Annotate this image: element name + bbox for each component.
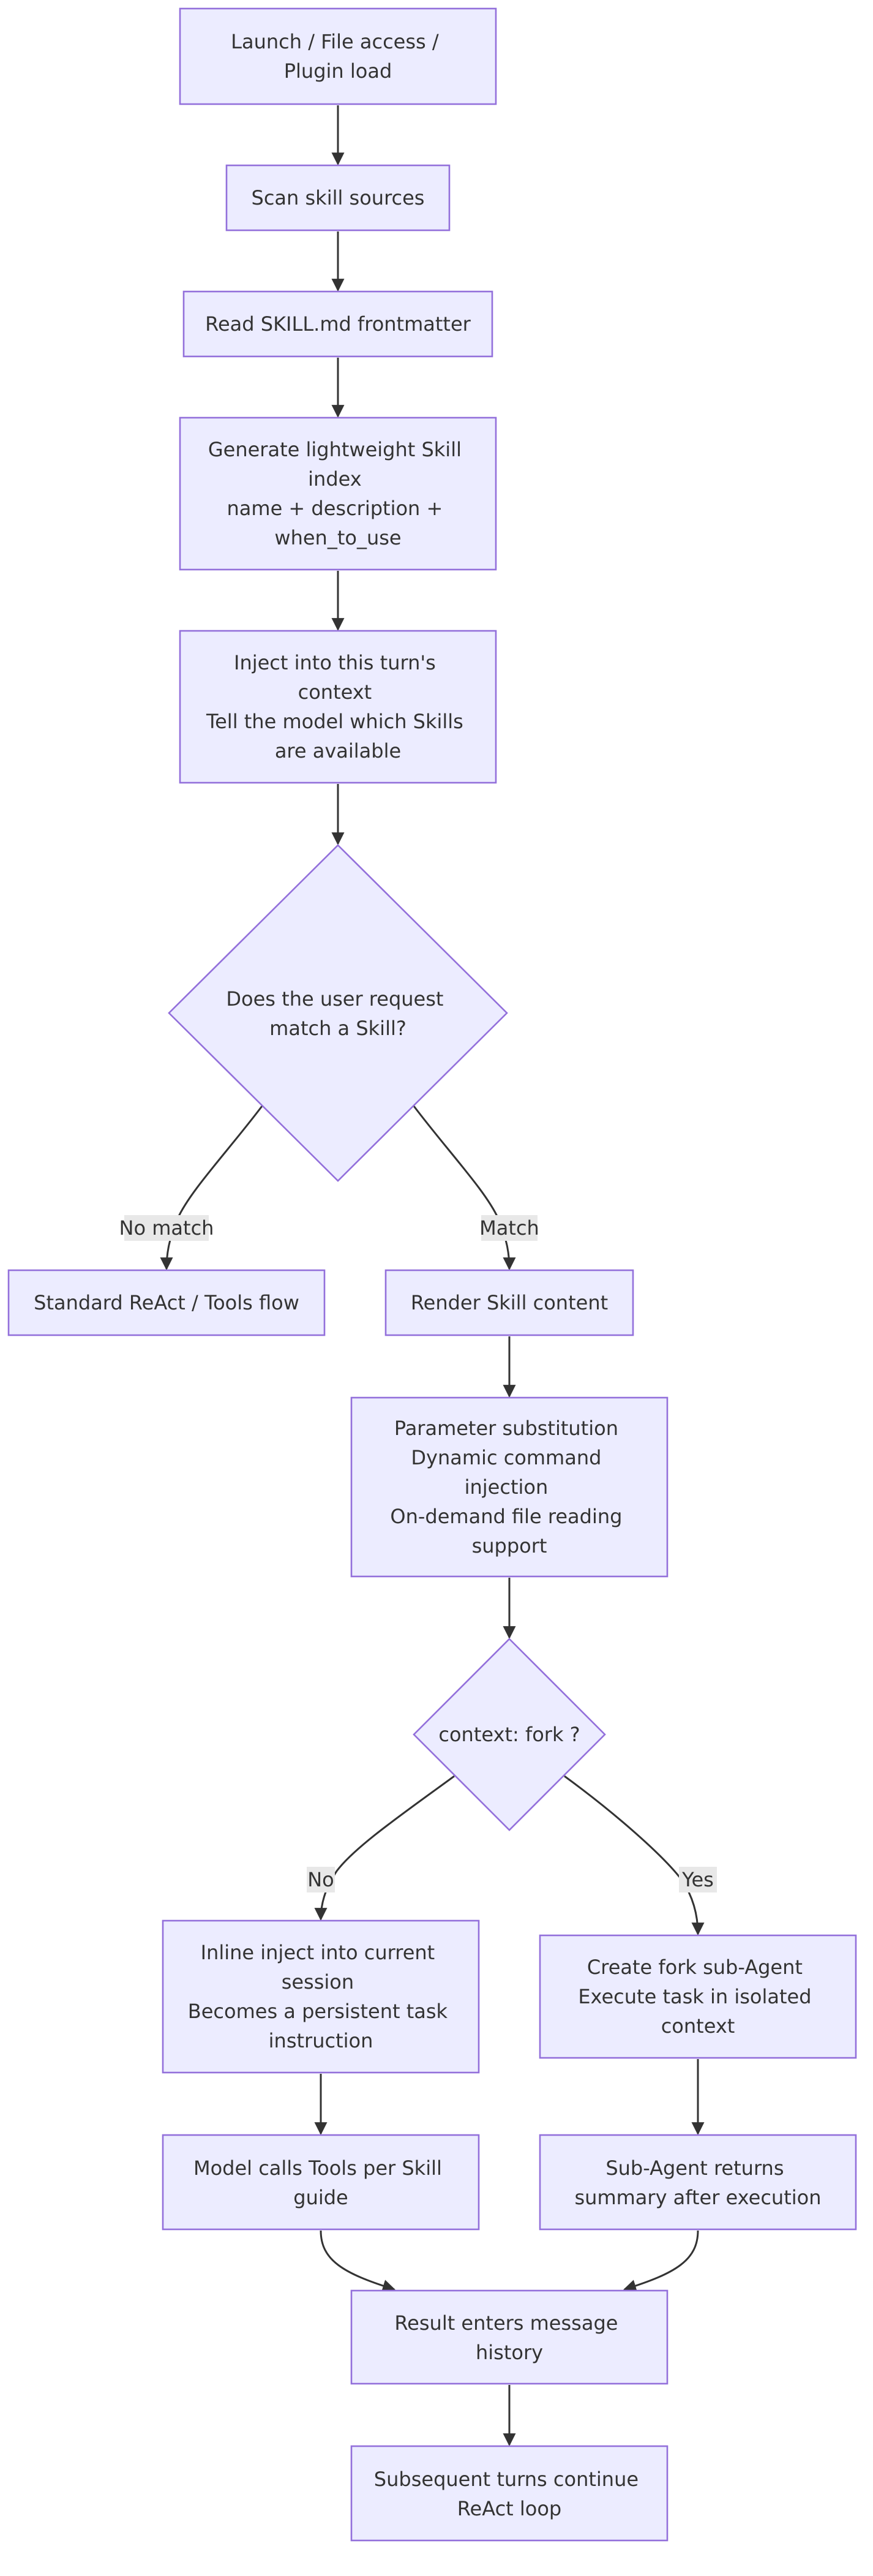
node-index-line-2: index xyxy=(308,467,362,491)
node-match-decision: Does the user request match a Skill? xyxy=(168,844,508,1182)
node-param-line-4: On-demand file reading xyxy=(390,1505,622,1528)
node-param-line-3: injection xyxy=(465,1475,549,1499)
node-launch: Launch / File access / Plugin load xyxy=(179,7,497,105)
node-fork-line-2: Execute task in isolated xyxy=(578,1985,811,2008)
edge-forkdecision-to-fork xyxy=(564,1775,705,1936)
node-match-decision-line-1: Does the user request xyxy=(226,987,443,1011)
node-inline-line-3: Becomes a persistent task xyxy=(188,2000,448,2023)
svg-text:Generate lightweight Skill: Generate lightweight Skill index name + … xyxy=(208,438,468,549)
nodes: Launch / File access / Plugin load Scan … xyxy=(7,7,857,2542)
edge-label-match: Match xyxy=(479,1215,539,1241)
svg-text:Model calls Tools per Skill: Model calls Tools per Skill guide xyxy=(193,2156,448,2209)
node-render-line-1: Render Skill content xyxy=(411,1291,608,1314)
node-subsequent-line-1: Subsequent turns continue xyxy=(374,2468,639,2491)
node-inline-line-4: instruction xyxy=(269,2029,373,2052)
svg-text:Render Skill content: Render Skill content xyxy=(411,1291,608,1314)
node-index-line-3: name + description + xyxy=(227,497,443,520)
node-index-line-1: Generate lightweight Skill xyxy=(208,438,462,461)
svg-text:Create fork sub-Agent: Create fork sub-Agent Execute task in is… xyxy=(578,1956,817,2038)
node-subsequent-line-2: ReAct loop xyxy=(457,2497,561,2520)
node-model-calls-line-1: Model calls Tools per Skill xyxy=(193,2156,442,2180)
edge-label-yes-text: Yes xyxy=(681,1868,714,1891)
edges xyxy=(160,105,705,2447)
edge-decision-to-standard xyxy=(160,1105,263,1271)
svg-text:Subsequent turns continue: Subsequent turns continue ReAct loop xyxy=(374,2468,645,2520)
edge-label-no: No xyxy=(307,1867,335,1892)
node-result-line-2: history xyxy=(476,2341,543,2364)
node-inject-line-4: are available xyxy=(275,739,401,763)
svg-text:Result enters message: Result enters message history xyxy=(394,2311,624,2364)
node-render: Render Skill content xyxy=(384,1269,634,1336)
node-inject-line-1: Inject into this turn's xyxy=(234,651,436,674)
svg-text:Inline inject into current: Inline inject into current session Becom… xyxy=(188,1941,454,2052)
edge-label-no-match: No match xyxy=(119,1215,214,1241)
node-fork-decision-line-1: context: fork ? xyxy=(438,1723,580,1746)
node-param-line-5: support xyxy=(472,1534,547,1557)
svg-text:Sub-Agent returns summ: Sub-Agent returns summary after executio… xyxy=(575,2156,822,2209)
node-launch-line-1: Launch / File access / xyxy=(231,30,439,53)
node-inject-line-2: context xyxy=(298,680,372,704)
edge-modelcalls-to-result xyxy=(320,2230,396,2292)
node-fork-decision: context: fork ? xyxy=(413,1638,606,1831)
node-param-line-2: Dynamic command xyxy=(411,1446,601,1469)
node-result-line-1: Result enters message xyxy=(394,2311,618,2335)
node-param-line-1: Parameter substitution xyxy=(394,1417,618,1440)
edge-label-yes: Yes xyxy=(679,1867,717,1892)
svg-text:Launch / File access /: Launch / File access / Plugin load xyxy=(231,30,445,83)
node-index: Generate lightweight Skill index name + … xyxy=(179,416,497,571)
edge-subagent-to-result xyxy=(623,2230,699,2292)
edge-labels: No match Match No Yes xyxy=(119,1215,717,1892)
node-inline-line-1: Inline inject into current xyxy=(201,1941,435,1964)
node-standard: Standard ReAct / Tools flow xyxy=(7,1269,326,1336)
node-subagent-returns-line-2: summary after execution xyxy=(575,2186,822,2209)
svg-text:Inject into this turn's: Inject into this turn's context Tell the… xyxy=(206,651,470,763)
svg-text:Parameter substitution: Parameter substitution Dynamic command i… xyxy=(390,1417,628,1557)
node-fork-line-3: context xyxy=(661,2014,735,2038)
node-subagent-returns-line-1: Sub-Agent returns xyxy=(605,2156,784,2180)
node-fork-line-1: Create fork sub-Agent xyxy=(587,1956,803,1979)
svg-text:Does the user request: Does the user request match a Skill? xyxy=(226,987,449,1040)
edge-forkdecision-to-inline xyxy=(314,1775,455,1921)
node-inline: Inline inject into current session Becom… xyxy=(162,1919,480,2074)
svg-text:context: fork ?: context: fork ? xyxy=(438,1723,580,1746)
node-launch-line-2: Plugin load xyxy=(284,59,392,83)
edge-label-no-text: No xyxy=(307,1868,334,1891)
node-result: Result enters message history xyxy=(350,2289,669,2385)
node-model-calls: Model calls Tools per Skill guide xyxy=(162,2134,480,2231)
node-read: Read SKILL.md frontmatter xyxy=(182,290,493,358)
svg-text:Standard ReAct / Tools flow: Standard ReAct / Tools flow xyxy=(34,1291,299,1314)
node-index-line-4: when_to_use xyxy=(274,526,401,549)
svg-text:Read SKILL.md frontmatter: Read SKILL.md frontmatter xyxy=(205,312,471,336)
node-subsequent: Subsequent turns continue ReAct loop xyxy=(350,2445,669,2542)
node-inject-line-3: Tell the model which Skills xyxy=(206,710,463,733)
node-subagent-returns: Sub-Agent returns summary after executio… xyxy=(539,2134,857,2231)
svg-text:Scan skill sources: Scan skill sources xyxy=(252,186,425,209)
node-model-calls-line-2: guide xyxy=(293,2186,348,2209)
node-scan-line-1: Scan skill sources xyxy=(252,186,425,209)
edge-label-match-text: Match xyxy=(479,1216,539,1240)
node-param: Parameter substitution Dynamic command i… xyxy=(350,1396,669,1578)
node-standard-line-1: Standard ReAct / Tools flow xyxy=(34,1291,299,1314)
node-inline-line-2: session xyxy=(282,1970,354,1994)
edge-decision-to-render xyxy=(413,1105,516,1271)
node-scan: Scan skill sources xyxy=(225,164,451,232)
node-match-decision-line-2: match a Skill? xyxy=(269,1017,407,1040)
edge-label-no-match-text: No match xyxy=(119,1216,214,1240)
node-inject: Inject into this turn's context Tell the… xyxy=(179,630,497,784)
node-read-line-1: Read SKILL.md frontmatter xyxy=(205,312,471,336)
node-fork: Create fork sub-Agent Execute task in is… xyxy=(539,1934,857,2059)
